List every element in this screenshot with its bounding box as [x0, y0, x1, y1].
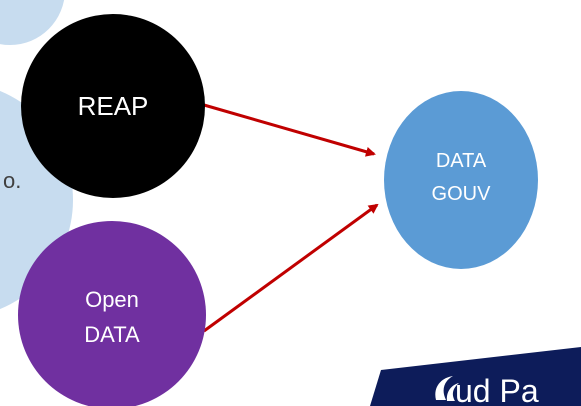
arrow-reap-to-datagouv	[203, 103, 376, 157]
node-open-data-label-line1: Open	[85, 287, 139, 312]
logo-banner-background	[370, 347, 581, 406]
node-data-gouv-label-line1: DATA	[436, 150, 487, 172]
cropped-text-fragment: o.	[3, 168, 21, 193]
node-reap-label: REAP	[78, 91, 149, 121]
logo-text: ud Pa	[455, 373, 539, 406]
node-data-gouv	[384, 91, 538, 269]
node-reap	[21, 14, 205, 198]
logo-swirl-icon	[435, 376, 453, 400]
arrow-opendata-to-datagouv	[203, 203, 379, 333]
node-open-data	[18, 221, 206, 406]
logo-banner: ud Pa	[370, 347, 581, 406]
background-circle-top	[0, 0, 65, 45]
node-open-data-label-line2: DATA	[84, 322, 140, 347]
node-data-gouv-label-line2: GOUV	[432, 183, 492, 205]
logo-swirl-icon-inner	[446, 383, 459, 401]
